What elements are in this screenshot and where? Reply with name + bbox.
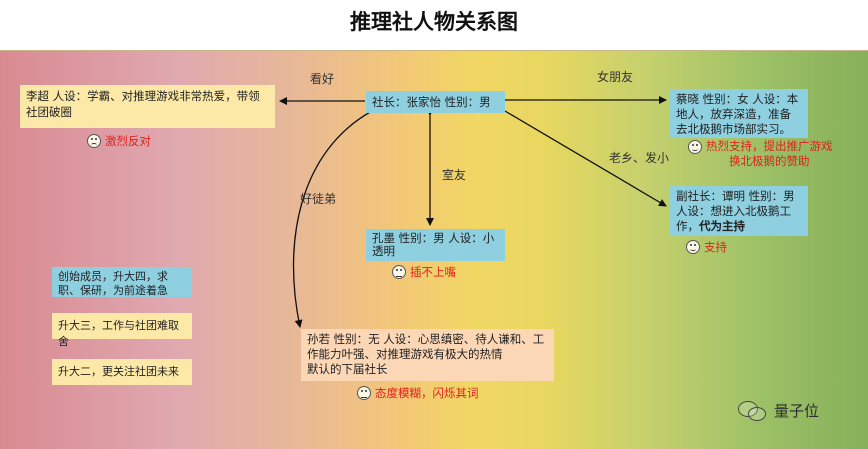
vice-description: 副社长：谭明 性别：男 人设：想进入北极鹅工作， (676, 189, 795, 233)
edge-label-hometown: 老乡、发小 (609, 151, 670, 165)
reaction-lichao-text: 激烈反对 (105, 134, 151, 148)
vice-description-bold: 代为主持 (699, 219, 745, 233)
reaction-sunruo-text: 态度模糊，闪烁其词 (375, 386, 479, 400)
edge-label-roommate: 室友 (442, 168, 467, 182)
arrow-to-sunruo (292, 110, 373, 328)
reaction-vice: 支持 (686, 239, 727, 255)
frowning-face-icon (87, 134, 101, 148)
sunruo-description: 孙若 性别：无 人设：心思缜密、待人谦和、工作能力叶强、对推理游戏有极大的热情 (307, 332, 545, 361)
reaction-lichao: 激烈反对 (87, 133, 151, 149)
edge-label-disciple: 好徒弟 (300, 192, 337, 206)
neutral-face-icon (392, 265, 406, 279)
reaction-kongmo: 插不上嘴 (392, 264, 456, 280)
watermark: 量子位 (738, 399, 819, 421)
legend-founders: 创始成员，升大四，求职、保研，为前途着急 (52, 267, 192, 297)
legend-sophomore: 升大二，更关注社团未来 (52, 359, 192, 385)
edge-label-girlfriend: 女朋友 (597, 70, 634, 84)
reaction-caixiao-text: 热烈支持，提出推广游戏 换北极鹅的赞助 (706, 139, 833, 169)
smiling-face-icon (686, 240, 700, 254)
node-caixiao: 蔡晓 性别：女 人设：本地人，放弃深造，准备去北极鹅市场部实习。 (670, 89, 808, 138)
reaction-sunruo: 态度模糊，闪烁其词 (357, 385, 479, 401)
reaction-caixiao-line1: 热烈支持，提出推广游戏 (706, 139, 833, 153)
smiling-face-icon (688, 140, 702, 154)
sunruo-role: 默认的下届社长 (307, 362, 388, 376)
wechat-logo-icon (738, 399, 768, 421)
legend-junior: 升大三，工作与社团难取舍 (52, 313, 192, 348)
reaction-caixiao-line2: 换北极鹅的赞助 (729, 154, 810, 168)
diagram-title: 推理社人物关系图 (350, 9, 518, 34)
reaction-vice-text: 支持 (704, 240, 727, 254)
node-sunruo: 孙若 性别：无 人设：心思缜密、待人谦和、工作能力叶强、对推理游戏有极大的热情 … (301, 329, 554, 381)
node-club-president: 社长：张家怡 性别：男 (366, 91, 505, 113)
node-vice-president: 副社长：谭明 性别：男 人设：想进入北极鹅工作，代为主持 (670, 186, 808, 236)
watermark-text: 量子位 (774, 401, 820, 420)
node-kongmo: 孔墨 性别：男 人设：小透明 (366, 229, 505, 261)
edge-label-kanhao: 看好 (310, 72, 335, 86)
neutral-face-icon (357, 386, 371, 400)
diagram-canvas: 看好 女朋友 老乡、发小 室友 好徒弟 李超 人设：学霸、对推理游戏非常热爱，带… (0, 50, 868, 449)
relationship-arrows (279, 96, 667, 328)
reaction-caixiao: 热烈支持，提出推广游戏 换北极鹅的赞助 (688, 139, 833, 169)
arrow-to-vice (504, 110, 667, 207)
reaction-kongmo-text: 插不上嘴 (410, 265, 456, 279)
node-lichao: 李超 人设：学霸、对推理游戏非常热爱，带领社团破圈 (20, 85, 275, 128)
